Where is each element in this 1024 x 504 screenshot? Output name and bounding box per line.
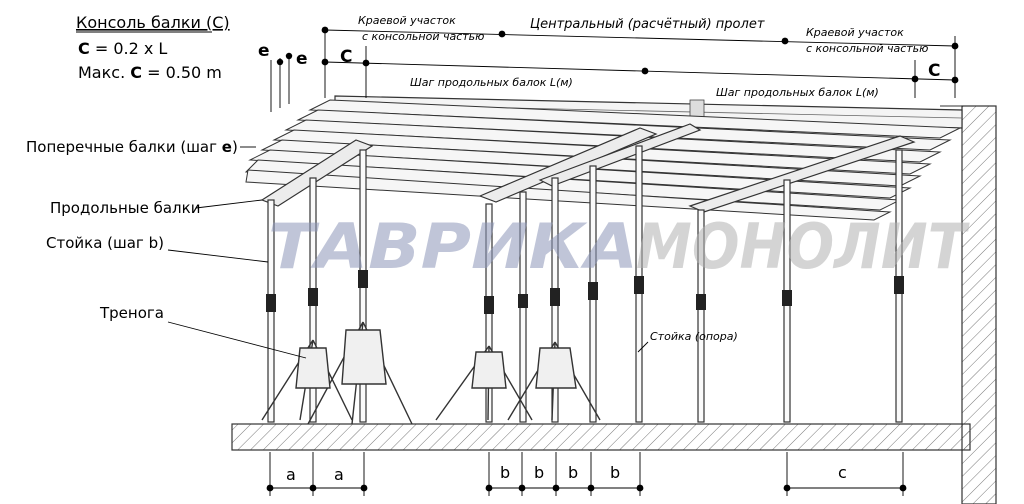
- dim-c-left: С: [340, 47, 352, 67]
- dim-b1: b: [500, 463, 510, 482]
- dim-central: Центральный (расчётный) пролет: [530, 17, 765, 32]
- legend-title: Консоль балки (С): [76, 13, 230, 32]
- label-prop-support: Стойка (опора): [650, 330, 738, 343]
- top-dimension-lines: [270, 29, 956, 112]
- label-longitudinal-beams: Продольные балки: [50, 199, 200, 217]
- prop-clamps: [266, 270, 904, 314]
- legend-formula-var: С: [78, 39, 90, 58]
- dim-c-bottom: c: [838, 463, 847, 482]
- legend-max-prefix: Макс.: [78, 63, 130, 82]
- dim-edge-left-line2: с консольной частью: [362, 30, 484, 43]
- dim-e-left: e: [258, 41, 270, 61]
- label-transverse-prefix: Поперечные балки (шаг: [26, 138, 222, 156]
- top-dimension-dots: [276, 26, 959, 84]
- dim-b3: b: [568, 463, 578, 482]
- dim-c-right: С: [928, 61, 940, 81]
- dim-step-left: Шаг продольных балок L(м): [410, 76, 573, 89]
- legend-max: Макс. С = 0.50 m: [78, 63, 222, 82]
- legend-formula: С = 0.2 x L: [78, 39, 167, 58]
- watermark-part1: ТАВРИКА: [268, 210, 638, 283]
- label-prop: Стойка (шаг b): [46, 234, 164, 252]
- legend-formula-rest: = 0.2 x L: [90, 39, 168, 58]
- dim-a1: a: [286, 465, 296, 484]
- dim-edge-left-line1: Краевой участок: [358, 14, 456, 27]
- dim-a2: a: [334, 465, 344, 484]
- wall: [961, 105, 997, 504]
- dim-edge-right-line1: Краевой участок: [806, 26, 904, 39]
- bottom-dimension-dots: [266, 484, 907, 492]
- leader-lines: [167, 146, 649, 359]
- dim-step-right: Шаг продольных балок L(м): [716, 86, 879, 99]
- tripods: [261, 321, 601, 425]
- dim-b2: b: [534, 463, 544, 482]
- dim-edge-right-line2: с консольной частью: [806, 42, 928, 55]
- longitudinal-beams-lower: [260, 123, 916, 213]
- dim-b4: b: [610, 463, 620, 482]
- legend-max-var: С: [130, 63, 142, 82]
- label-transverse-var: e: [222, 138, 232, 156]
- watermark-part2: МОНОЛИТ: [636, 210, 970, 283]
- legend-max-rest: = 0.50 m: [142, 63, 222, 82]
- floor-slab: [231, 423, 971, 451]
- label-transverse-beams: Поперечные балки (шаг e): [26, 138, 238, 156]
- label-tripod: Тренога: [99, 304, 164, 322]
- dim-e-right: e: [296, 49, 308, 69]
- label-transverse-suffix: ): [232, 138, 238, 156]
